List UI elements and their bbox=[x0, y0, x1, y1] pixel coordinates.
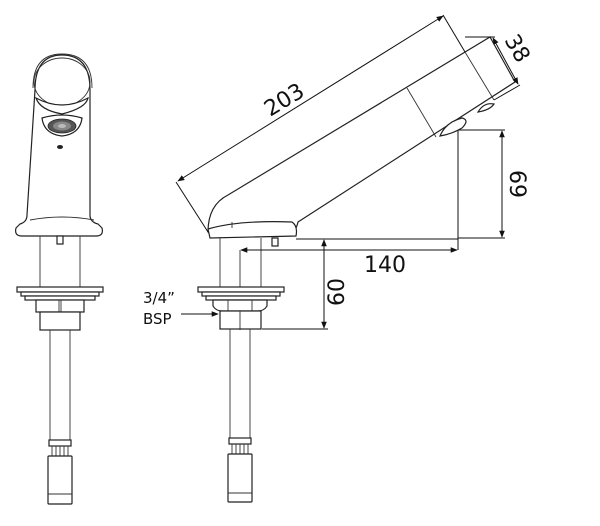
washer-top-side bbox=[197, 286, 285, 293]
dimension-label-203: 203 bbox=[260, 79, 309, 122]
washer-mid bbox=[20, 291, 100, 297]
hose-crimp-side bbox=[231, 444, 249, 454]
sensor-window-icon bbox=[34, 96, 89, 115]
backnut-side bbox=[212, 299, 268, 312]
dimension-label-140: 140 bbox=[364, 253, 406, 278]
dimension-label-60: 60 bbox=[325, 278, 350, 306]
hose-crimp bbox=[51, 446, 69, 456]
washer-low bbox=[24, 295, 96, 301]
washer-top bbox=[16, 286, 104, 293]
dimension-69: 69 bbox=[457, 129, 529, 250]
dimension-label-69: 69 bbox=[504, 170, 529, 198]
hose-ferrule bbox=[48, 439, 72, 447]
aerator-icon bbox=[41, 114, 83, 137]
outlet-aerator bbox=[439, 117, 467, 137]
front-view bbox=[15, 53, 104, 505]
dimension-140: 140 bbox=[240, 238, 458, 278]
thread-size-label: 3/4” bbox=[143, 289, 175, 307]
backnut bbox=[35, 299, 85, 313]
tap-base-side bbox=[207, 221, 298, 239]
fixing-pin bbox=[56, 235, 64, 245]
indicator-dot bbox=[57, 145, 63, 149]
base-curve bbox=[29, 216, 95, 221]
thread-callout: 3/4” BSP bbox=[143, 289, 219, 328]
threaded-shank-side bbox=[219, 310, 262, 330]
threaded-shank bbox=[39, 311, 81, 331]
sensor-lens bbox=[476, 103, 495, 113]
side-view bbox=[197, 36, 516, 503]
hose-connector-side bbox=[227, 453, 253, 503]
dimension-60: 60 bbox=[262, 239, 350, 330]
hose-connector bbox=[47, 455, 73, 505]
thread-type-label: BSP bbox=[143, 310, 172, 328]
head-cap bbox=[32, 53, 93, 89]
fixing-pin-side bbox=[271, 237, 279, 247]
